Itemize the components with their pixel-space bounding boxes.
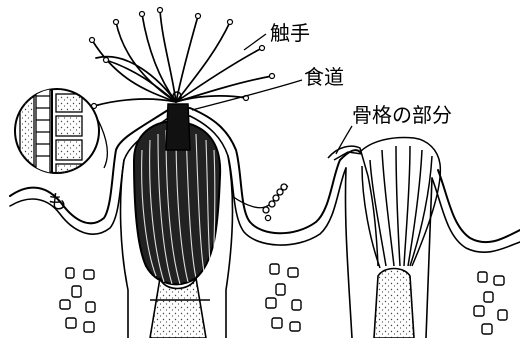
leader-esophagus	[192, 80, 302, 110]
skeleton-base-center	[150, 278, 210, 338]
tentacles	[92, 10, 272, 106]
label-esophagus: 食道	[304, 65, 344, 89]
leader-skeleton	[336, 126, 352, 154]
label-mo: も	[48, 191, 67, 213]
polyp-body	[134, 92, 220, 284]
label-tentacles: 触手	[270, 21, 310, 45]
esophagus-tube	[166, 104, 190, 150]
porous-skeleton	[60, 264, 507, 334]
skeleton-base-right	[374, 269, 414, 339]
label-skeleton-part: 骨格の部分	[352, 103, 452, 127]
zooxanthellae-chain	[232, 184, 288, 221]
magnified-inset	[15, 86, 99, 180]
